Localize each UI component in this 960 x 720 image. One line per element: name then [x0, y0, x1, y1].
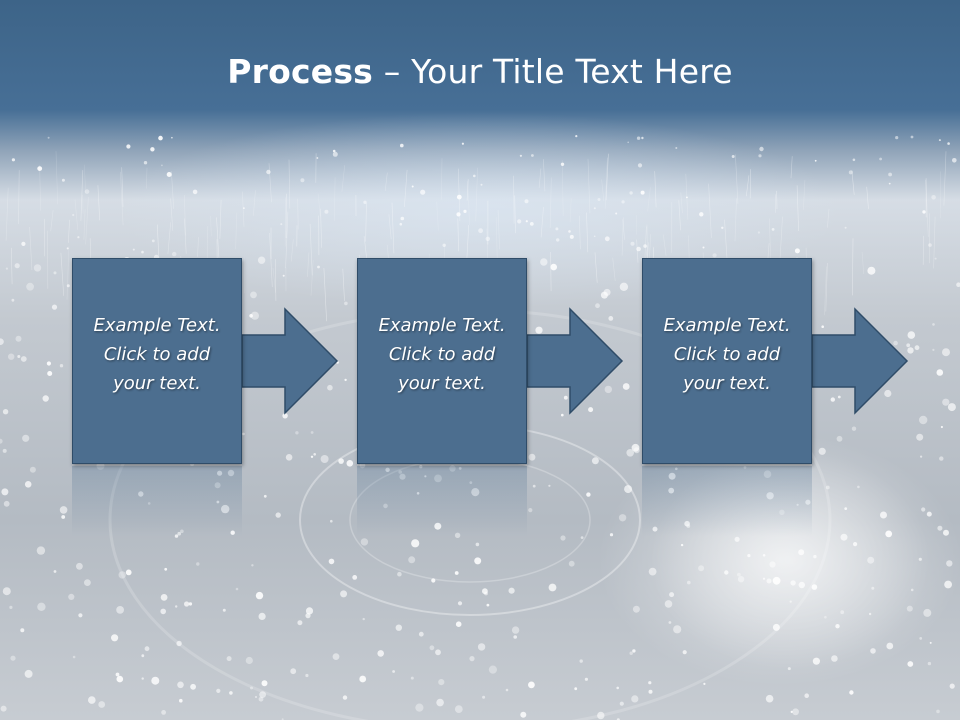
process-step-3[interactable]: Example Text. Click to add your text. — [642, 258, 812, 464]
process-step-1[interactable]: Example Text. Click to add your text. — [72, 258, 242, 464]
arrow-right-icon — [526, 307, 624, 415]
step-1-reflection — [72, 466, 242, 536]
process-step-2[interactable]: Example Text. Click to add your text. — [357, 258, 527, 464]
arrow-right-icon — [811, 307, 909, 415]
arrow-right-icon — [241, 307, 339, 415]
step-2-text[interactable]: Example Text. Click to add your text. — [378, 315, 506, 394]
step-3-text[interactable]: Example Text. Click to add your text. — [663, 315, 791, 394]
title-bold-part: Process — [227, 52, 374, 91]
step-3-reflection — [642, 466, 812, 536]
step-1-text[interactable]: Example Text. Click to add your text. — [93, 315, 221, 394]
step-2-reflection — [357, 466, 527, 536]
title-rest-part: – Your Title Text Here — [373, 52, 733, 91]
slide-title[interactable]: Process – Your Title Text Here — [0, 52, 960, 91]
